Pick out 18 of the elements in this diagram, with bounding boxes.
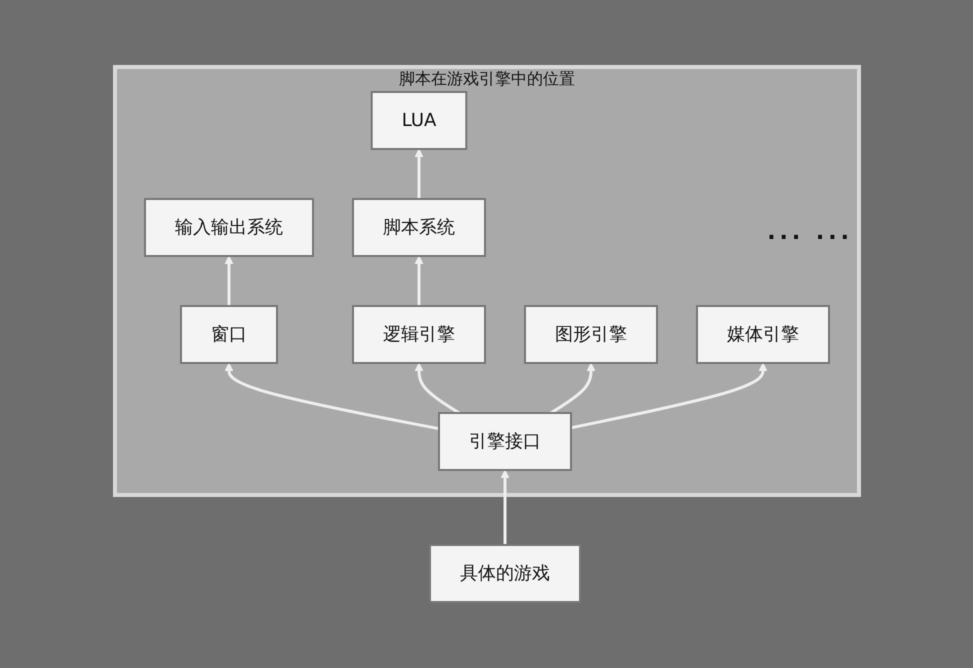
node-box: 引擎接口 [438, 412, 572, 470]
ellipsis-note: ... ... [767, 220, 853, 245]
arrow [500, 469, 509, 544]
node-box: 输入输出系统 [144, 198, 314, 256]
node-box: 具体的游戏 [428, 544, 580, 602]
node-box: 逻辑引擎 [352, 304, 486, 364]
arrow [224, 255, 233, 306]
node-box: 图形引擎 [524, 304, 658, 364]
arrow [414, 362, 460, 414]
node-box: LUA [370, 90, 467, 150]
arrow [550, 362, 595, 414]
node-box: 媒体引擎 [696, 304, 830, 364]
arrow [414, 148, 423, 198]
node-box: 窗口 [180, 304, 278, 364]
node-box: 脚本系统 [352, 198, 486, 256]
arrow [570, 362, 767, 429]
arrow [414, 255, 423, 306]
arrow [224, 362, 439, 430]
